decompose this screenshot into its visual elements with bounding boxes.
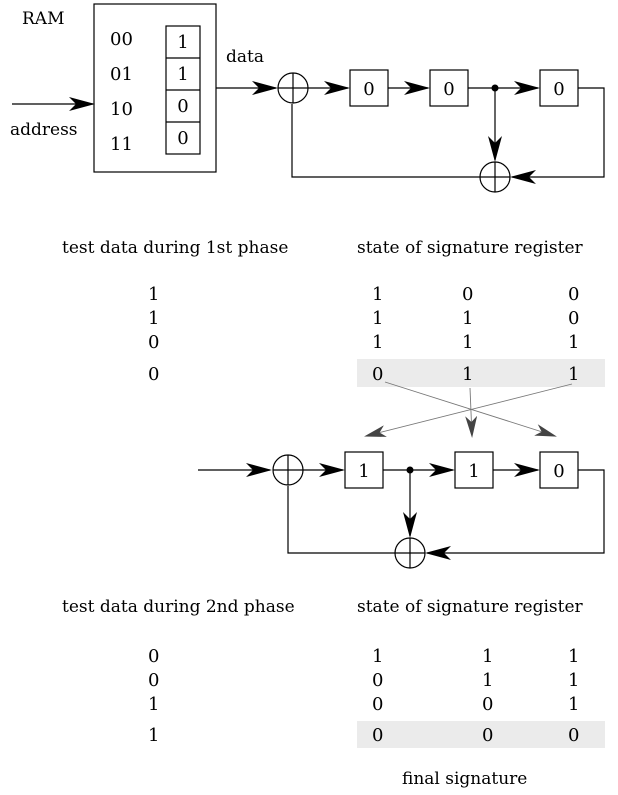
phase2-state-3-a: 0	[372, 694, 383, 715]
final-signature-label: final signature	[402, 769, 527, 789]
register1-value-3: 0	[553, 79, 564, 100]
phase2-state-2-c: 1	[568, 670, 579, 691]
phase2-test-data: 0 0 1 1	[148, 646, 159, 746]
phase1-state-3-b: 1	[462, 332, 473, 353]
state-transfer-arrows	[364, 381, 573, 438]
phase2-state-4-a: 0	[372, 725, 383, 746]
phase1-state-2-c: 0	[568, 308, 579, 329]
register2-value-3: 0	[553, 461, 564, 482]
ram-address-11: 11	[110, 134, 133, 155]
phase1-state-4-c: 1	[568, 364, 579, 385]
data-label: data	[226, 47, 264, 67]
phase1-state-3-c: 1	[568, 332, 579, 353]
xor-gate-feedback-1	[479, 161, 511, 193]
ram-table: 00 01 10 11 1 1 0 0	[110, 25, 201, 155]
phase2-state-1-b: 1	[482, 646, 493, 667]
phase2-state-3-c: 1	[568, 694, 579, 715]
phase2-data-1: 0	[148, 646, 159, 667]
phase2-state-1-a: 1	[372, 646, 383, 667]
phase1-state-1-a: 1	[372, 284, 383, 305]
address-label: address	[10, 120, 78, 140]
signature-heading-1: state of signature register	[357, 238, 584, 258]
phase1-data-3: 0	[148, 332, 159, 353]
phase2-state-2-b: 1	[482, 670, 493, 691]
xor-gate-input-2	[272, 454, 304, 486]
phase2-data-4: 1	[148, 725, 159, 746]
register1-stage-1	[349, 69, 389, 107]
ram-value-01: 1	[177, 64, 188, 85]
xor-gate-input-1	[277, 72, 309, 104]
phase1-data-2: 1	[148, 308, 159, 329]
phase2-data-2: 0	[148, 670, 159, 691]
register1-value-2: 0	[443, 79, 454, 100]
ram-label: RAM	[22, 9, 64, 29]
register2-stage-1	[344, 451, 384, 489]
phase1-data-1: 1	[148, 284, 159, 305]
ram-value-00: 1	[177, 32, 188, 53]
phase1-heading: test data during 1st phase	[62, 238, 288, 258]
phase1-highlight-row	[357, 359, 605, 387]
register2-stage-3	[539, 451, 579, 489]
register2-stage-2	[454, 451, 494, 489]
xor-gate-feedback-2	[394, 537, 426, 569]
phase1-state-2-a: 1	[372, 308, 383, 329]
ram-address-01: 01	[110, 64, 133, 85]
phase1-state-2-b: 1	[462, 308, 473, 329]
phase1-state-1-b: 0	[462, 284, 473, 305]
phase1-state-1-c: 0	[568, 284, 579, 305]
phase1-state-4-b: 1	[462, 364, 473, 385]
register1-stage-3	[539, 69, 579, 107]
register1-value-1: 0	[363, 79, 374, 100]
ram-address-00: 00	[110, 29, 133, 50]
phase2-state-4-c: 0	[568, 725, 579, 746]
ram-address-10: 10	[110, 99, 133, 120]
ram-value-10: 0	[177, 96, 188, 117]
phase1-data-4: 0	[148, 364, 159, 385]
register2-value-2: 1	[468, 461, 479, 482]
phase1-state-3-a: 1	[372, 332, 383, 353]
phase1-state-4-a: 0	[372, 364, 383, 385]
phase1-states: 1 0 0 1 1 0 1 1 1 0 1 1	[372, 284, 579, 385]
phase2-state-1-c: 1	[568, 646, 579, 667]
phase2-state-4-b: 0	[482, 725, 493, 746]
ram-value-11: 0	[177, 128, 188, 149]
register2-value-1: 1	[358, 461, 369, 482]
final-signature-highlight-row	[357, 721, 605, 748]
phase2-data-3: 1	[148, 694, 159, 715]
phase2-state-2-a: 0	[372, 670, 383, 691]
signature-heading-2: state of signature register	[357, 597, 584, 617]
phase2-heading: test data during 2nd phase	[62, 597, 295, 617]
phase1-test-data: 1 1 0 0	[148, 284, 159, 385]
phase2-states: 1 1 1 0 1 1 0 0 1 0 0 0	[372, 646, 579, 746]
phase2-state-3-b: 0	[482, 694, 493, 715]
